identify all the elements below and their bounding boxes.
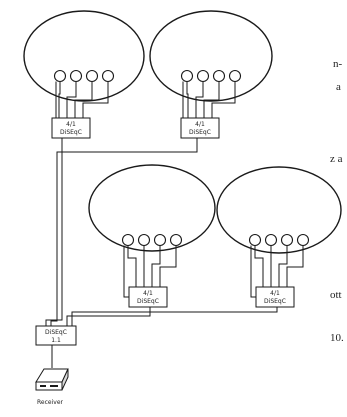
lnb-icon: [85, 69, 99, 83]
switch-label-type: DiSEqC: [137, 298, 159, 305]
lnb-icon: [280, 233, 294, 247]
lnb-cable: [286, 245, 304, 287]
switch-label-ratio: 4/1: [270, 290, 280, 297]
switch-box: [128, 286, 168, 308]
receiver-label: Receiver: [37, 399, 63, 406]
switch-box: [51, 117, 91, 139]
lnb-cable: [254, 245, 264, 287]
lnb-cable: [74, 81, 93, 118]
cable-switch-bottom-left: [66, 306, 151, 326]
lnb-icon: [169, 233, 183, 247]
diseqc-1.1-line1: DiSEqC: [45, 329, 67, 336]
lnb-cable: [203, 81, 220, 118]
lnb-icon: [264, 233, 278, 247]
lnb-icon: [53, 69, 67, 83]
rail-line: [250, 245, 256, 298]
switch-label-type: DiSEqC: [60, 129, 82, 136]
rail-line: [123, 245, 129, 298]
lnb-icon: [153, 233, 167, 247]
lnb-cable: [195, 81, 204, 118]
diseqc-1.1-switch: [35, 325, 77, 346]
cable-switch-top-left: [45, 138, 63, 326]
lnb-icon: [180, 69, 194, 83]
switch-box: [255, 286, 295, 308]
edge-text-1: n-: [333, 58, 343, 70]
edge-text-5: 10.: [330, 332, 344, 344]
switch-box: [180, 117, 220, 139]
edge-text-3: z a: [330, 153, 343, 165]
lnb-icon: [69, 69, 83, 83]
switch-label-type: DiSEqC: [189, 129, 211, 136]
receiver-icon: [35, 368, 69, 391]
cable-switch-top-right: [50, 138, 198, 326]
lnb-cable: [151, 245, 161, 287]
switch-label-ratio: 4/1: [143, 290, 153, 297]
lnb-cable: [82, 81, 109, 118]
lnb-cable: [278, 245, 288, 287]
lnb-icon: [121, 233, 135, 247]
lnb-icon: [212, 69, 226, 83]
edge-text-2: a: [336, 81, 341, 93]
satellite-dish-icon: [88, 164, 216, 252]
edge-text-4: ott: [330, 289, 342, 301]
lnb-cable: [186, 81, 189, 118]
lnb-icon: [101, 69, 115, 83]
diseqc-1.1-line2: 1.1: [51, 337, 61, 344]
lnb-icon: [228, 69, 242, 83]
cable-switch-bottom-right: [71, 306, 278, 326]
switch-label-ratio: 4/1: [66, 121, 76, 128]
satellite-dish-icon: [149, 10, 273, 102]
lnb-cable: [58, 81, 61, 118]
lnb-cable: [211, 81, 236, 118]
lnb-cable: [127, 245, 137, 287]
lnb-cable: [66, 81, 77, 118]
switch-label-ratio: 4/1: [195, 121, 205, 128]
lnb-icon: [248, 233, 262, 247]
satellite-dish-icon: [23, 10, 145, 102]
lnb-icon: [137, 233, 151, 247]
lnb-icon: [196, 69, 210, 83]
lnb-cable: [159, 245, 177, 287]
lnb-icon: [296, 233, 310, 247]
satellite-dish-icon: [216, 166, 342, 254]
switch-label-type: DiSEqC: [264, 298, 286, 305]
